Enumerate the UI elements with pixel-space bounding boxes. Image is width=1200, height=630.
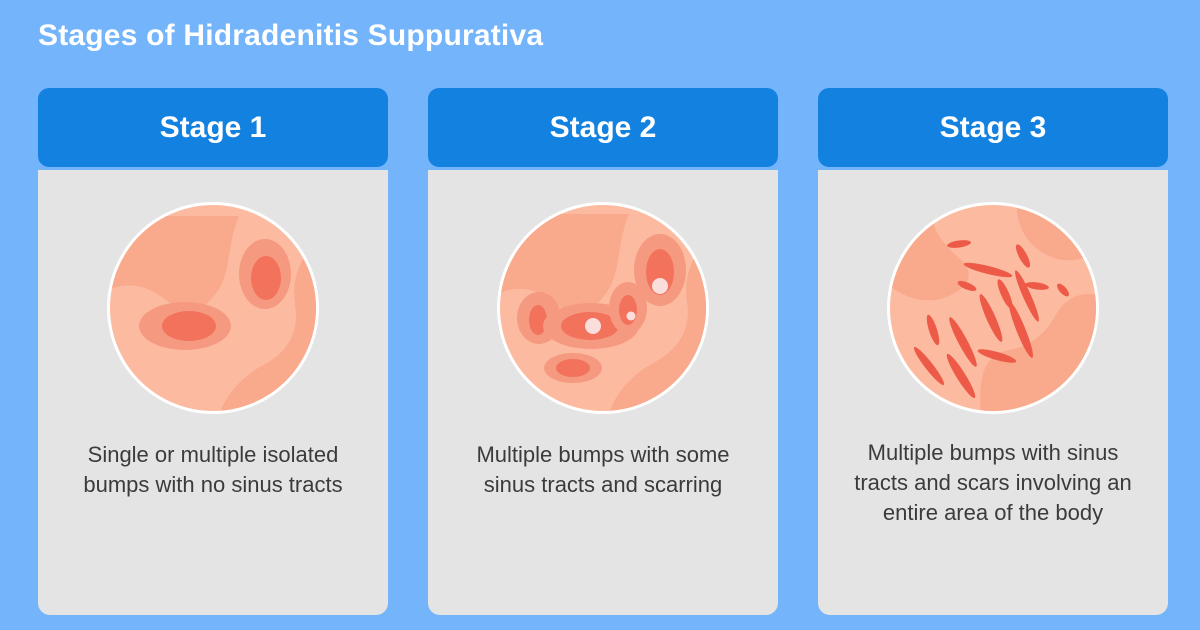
stage-2-label: Stage 2 xyxy=(549,110,657,144)
skin-illustration-stage-2 xyxy=(495,200,711,416)
stage-2-body: Multiple bumps with some sinus tracts an… xyxy=(428,170,778,615)
stage-3-header: Stage 3 xyxy=(818,88,1168,167)
page-title: Stages of Hidradenitis Suppurativa xyxy=(38,19,544,52)
stage-2-caption: Multiple bumps with some sinus tracts an… xyxy=(476,442,730,498)
stage-3-caption: Multiple bumps with sinus tracts and sca… xyxy=(854,440,1132,526)
stage-1-caption: Single or multiple isolated bumps with n… xyxy=(83,442,343,498)
stage-1-label: Stage 1 xyxy=(159,110,267,144)
stage-card-3: Stage 3 xyxy=(818,88,1168,615)
skin-illustration-stage-3 xyxy=(885,200,1101,416)
skin-illustration-stage-1 xyxy=(105,200,321,416)
stage-1-header: Stage 1 xyxy=(38,88,388,167)
stage-3-body: Multiple bumps with sinus tracts and sca… xyxy=(818,170,1168,615)
stage-card-1: Stage 1 xyxy=(38,88,388,615)
stage-card-2: Stage 2 xyxy=(428,88,778,615)
stage-3-label: Stage 3 xyxy=(939,110,1047,144)
stage-2-header: Stage 2 xyxy=(428,88,778,167)
stage-1-body: Single or multiple isolated bumps with n… xyxy=(38,170,388,615)
stage-card-list: Stage 1 xyxy=(38,88,1168,615)
